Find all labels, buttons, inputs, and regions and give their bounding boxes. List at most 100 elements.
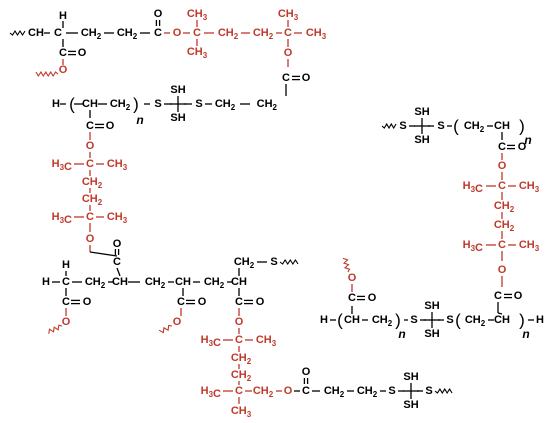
atom-ch2-label: CH2 [465, 314, 486, 328]
atom-s-label: S [410, 314, 417, 326]
atom-o-label: O [106, 120, 115, 132]
atom-ch3-label: CH3 [187, 46, 208, 60]
atom-o-label: O [86, 233, 95, 245]
atom-ch-label: CH [112, 276, 128, 288]
atom-ch2-label: CH2 [82, 176, 103, 190]
atom-sh-label: SH [414, 134, 429, 146]
atom-c-label: C [498, 141, 506, 153]
atom-o-label: O [198, 296, 207, 308]
repeat-unit-n: n [136, 113, 143, 127]
atom-c-label: C [235, 334, 243, 346]
bond-133 [497, 312, 503, 315]
atom-sh-label: SH [424, 300, 439, 312]
wavy-bond-100 [434, 387, 453, 395]
atom-ch2-label: CH2 [494, 200, 515, 214]
atom-o-label: O [78, 47, 87, 59]
bracket-close: ) [395, 311, 401, 330]
atom-h3c-label: H3C [201, 385, 221, 400]
atom-s-label: S [195, 98, 202, 110]
atom-ch2-label: CH2 [215, 98, 236, 112]
atom-c-label: C [498, 239, 506, 251]
atom-ch2-label: CH2 [357, 385, 378, 399]
atom-ch-label: CH [344, 314, 360, 326]
atom-c-label: C [177, 296, 185, 308]
atom-o-label: O [59, 64, 68, 76]
atom-h3c-label: H3C [52, 211, 72, 226]
atom-c-label: C [86, 211, 94, 223]
atom-ch3-label: CH3 [306, 27, 327, 41]
atom-ch3-label: CH3 [187, 8, 208, 22]
atom-ch2-label: CH2 [204, 276, 225, 290]
atom-o-label: O [302, 72, 311, 84]
atom-o-label: O [154, 8, 163, 20]
atom-sh-label: SH [403, 399, 418, 411]
repeat-unit-n: n [398, 327, 405, 341]
atom-c-label: C [235, 385, 243, 397]
atom-c-label: C [113, 256, 121, 268]
atom-o-label: O [498, 160, 507, 172]
atom-ch3-label: CH3 [256, 334, 277, 348]
atom-ch2-label: CH2 [257, 98, 278, 112]
atom-c-label: C [154, 27, 162, 39]
atom-ch-label: CH [231, 276, 247, 288]
atom-ch2-label: CH2 [231, 369, 252, 383]
wavy-bond-65 [279, 258, 299, 266]
wavy-bond-70 [48, 324, 63, 334]
wavy-bond-101 [381, 122, 397, 130]
atom-c-label: C [282, 72, 290, 84]
bracket-close: ) [519, 117, 525, 136]
atom-sh-label: SH [403, 371, 418, 383]
atom-ch3-label: CH3 [519, 239, 540, 253]
repeat-unit-n: n [522, 327, 529, 341]
atom-ch3-label: CH3 [231, 405, 252, 419]
atom-sh-label: SH [170, 84, 185, 96]
atom-ch-label: CH [175, 276, 191, 288]
bracket-close: ) [519, 311, 525, 330]
atom-s-label: S [154, 98, 161, 110]
atom-h3c-label: H3C [201, 334, 221, 349]
wavy-bond-139 [342, 257, 351, 273]
atom-ch2-label: CH2 [324, 385, 345, 399]
atom-s-label: S [270, 256, 277, 268]
bond-53 [89, 251, 118, 257]
atom-ch2-label: CH2 [85, 276, 106, 290]
atom-s-label: S [425, 385, 432, 397]
atom-ch2-label: CH2 [234, 256, 255, 270]
atom-h3c-label: H3C [463, 239, 483, 254]
atom-ch2-label: CH2 [253, 27, 274, 41]
atom-ch-label: CH [494, 120, 510, 132]
atom-ch3-label: CH3 [519, 180, 540, 194]
atom-h-label: H [59, 10, 67, 22]
atom-ch2-label: CH2 [231, 352, 252, 366]
atom-ch2-label: CH2 [464, 120, 485, 134]
atom-o-label: O [86, 140, 95, 152]
bond-58 [116, 267, 121, 277]
bracket-open: ( [455, 311, 461, 330]
atom-c-label: C [62, 276, 70, 288]
atom-h-label: H [52, 98, 60, 110]
atom-o-label: O [284, 47, 293, 59]
atom-s-label: S [388, 385, 395, 397]
atom-sh-label: SH [170, 112, 185, 124]
bracket-open: ( [453, 117, 459, 136]
atom-h-label: H [320, 314, 328, 326]
atom-o-label: O [62, 316, 71, 328]
atom-ch3-label: CH3 [107, 211, 128, 225]
atom-ch-label: CH [494, 314, 510, 326]
atom-ch3-label: CH3 [107, 158, 128, 172]
wavy-bond-23 [35, 70, 59, 78]
atom-ch2-label: CH2 [145, 276, 166, 290]
atom-ch3-label: CH3 [278, 8, 299, 22]
atom-c-label: C [494, 290, 502, 302]
bond-lines [9, 20, 534, 404]
atom-h-label: H [62, 259, 70, 271]
atom-o-label: O [83, 296, 92, 308]
atom-o-label: O [235, 316, 244, 328]
atom-ch-label: CH [28, 27, 44, 39]
atom-sh-label: SH [414, 106, 429, 118]
atom-o-label: O [302, 366, 311, 378]
atom-s-label: S [399, 120, 406, 132]
atom-s-label: S [446, 314, 453, 326]
